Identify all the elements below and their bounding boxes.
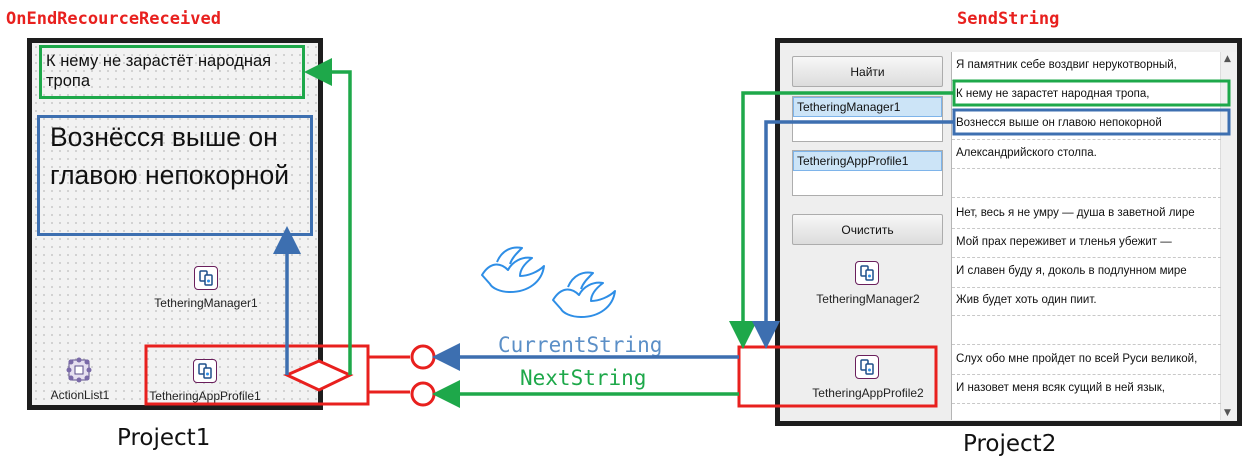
label-big-text: Вознёсся выше он главою непокорной: [50, 122, 290, 190]
memo-line: Вознесся выше он главою непокорной: [956, 117, 1162, 129]
scroll-down-icon[interactable]: ▼: [1224, 408, 1231, 418]
tethering-manager2-icon[interactable]: [855, 261, 879, 285]
tethering-manager-label: TetheringManager1: [154, 296, 258, 310]
label-big: Вознёсся выше он главою непокорной: [37, 115, 313, 236]
event-title-right: SendString: [957, 9, 1060, 29]
memo-line: Александрийского столпа.: [956, 147, 1097, 159]
bird-icon: [552, 271, 616, 318]
memo-scrollbar[interactable]: ▲ ▼: [1220, 52, 1237, 420]
memo-line: Мой прах переживет и тленья убежит —: [956, 236, 1172, 248]
memo-line: Слух обо мне пройдет по всей Руси велико…: [956, 353, 1198, 365]
memo-line: Я памятник себе воздвиг нерукотворный,: [956, 59, 1177, 71]
memo-line: И славен буду я, доколь в подлунном мире: [956, 265, 1187, 277]
profile-edit[interactable]: TetheringAppProfile1: [792, 150, 943, 196]
manager-edit-text: TetheringManager1: [793, 97, 942, 117]
tethering-manager-icon[interactable]: [194, 266, 218, 290]
next-socket: [410, 381, 436, 407]
find-button[interactable]: Найти: [792, 56, 943, 87]
tethering-profile2-icon[interactable]: [855, 355, 879, 379]
memo-line: Жив будет хоть один пиит.: [956, 294, 1097, 306]
label-top-text: К нему не зарастёт народная тропа: [46, 52, 272, 90]
tethering-profile-icon[interactable]: [193, 359, 217, 383]
event-title-left: OnEndRecourceReceived: [6, 9, 221, 29]
project1-profile-box: [144, 344, 370, 406]
project1-label: Project1: [117, 425, 211, 451]
current-socket: [410, 344, 436, 370]
action-diamond: [283, 359, 354, 392]
tethering-profile2-label: TetheringAppProfile2: [812, 386, 924, 400]
poem-memo[interactable]: ▲ ▼ Я памятник себе воздвиг нерукотворны…: [951, 52, 1237, 420]
memo-line: К нему не зарастет народная тропа,: [956, 88, 1150, 100]
memo-highlight-green: [952, 79, 1231, 107]
next-string-label: NextString: [520, 366, 647, 390]
manager-edit[interactable]: TetheringManager1: [792, 96, 943, 142]
scroll-up-icon[interactable]: ▲: [1224, 54, 1231, 64]
project2-label: Project2: [963, 431, 1057, 457]
bird-icon: [481, 246, 545, 293]
clear-button[interactable]: Очистить: [792, 214, 943, 245]
memo-line: И назовет меня всяк сущий в ней язык,: [956, 382, 1165, 394]
actionlist-label: ActionList1: [50, 388, 110, 402]
memo-highlight-blue: [952, 108, 1231, 136]
tethering-manager2-label: TetheringManager2: [816, 292, 920, 306]
project1-form: [27, 38, 323, 410]
profile-edit-text: TetheringAppProfile1: [793, 151, 942, 171]
label-top: К нему не зарастёт народная тропа: [39, 45, 305, 99]
memo-line: Нет, весь я не умру — душа в заветной ли…: [956, 207, 1195, 219]
actionlist-icon[interactable]: [66, 357, 92, 383]
current-string-label: CurrentString: [498, 333, 663, 357]
tethering-profile-label: TetheringAppProfile1: [149, 389, 261, 403]
project2-profile-box: [737, 345, 938, 408]
